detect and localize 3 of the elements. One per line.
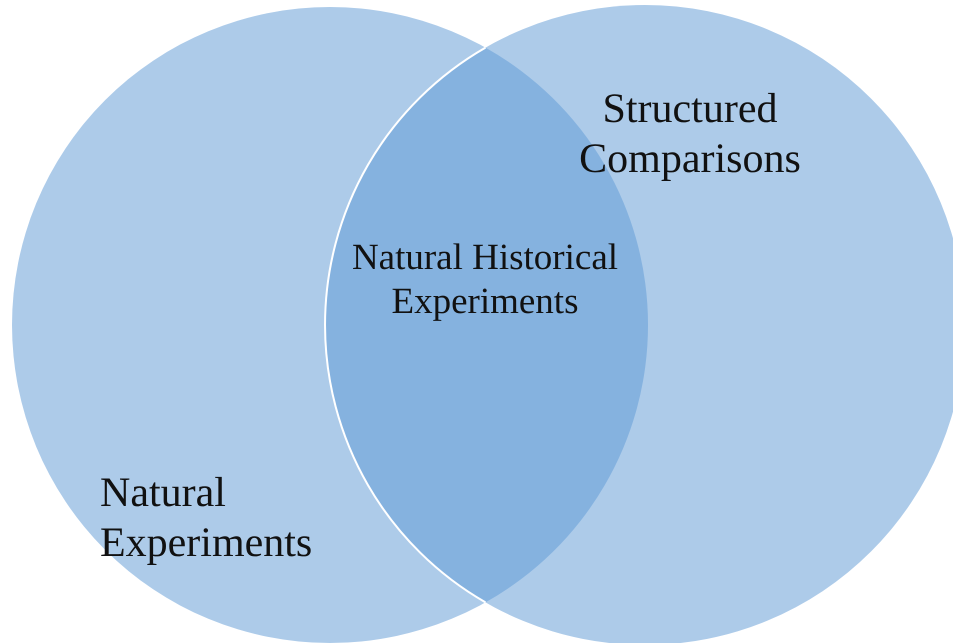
set-label: Natural Experiments <box>100 469 314 568</box>
set-label: Structured Comparisons <box>578 85 802 184</box>
set-label: Natural Historical Experiments <box>350 236 620 324</box>
